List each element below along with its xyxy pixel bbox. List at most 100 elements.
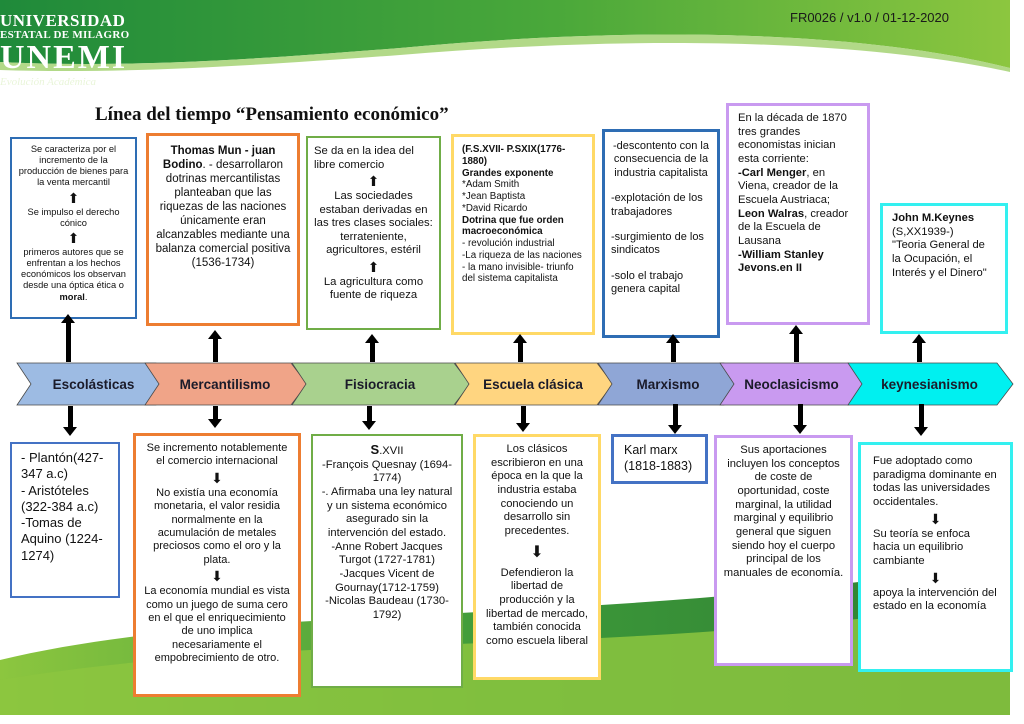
logo-line-3: UNEMI — [0, 39, 128, 76]
connector-down-marxismo — [668, 404, 682, 434]
clasica-exponent: *Adam Smith — [462, 179, 520, 191]
stage-label: Escolásticas — [53, 377, 135, 392]
university-logo: UNIVERSIDAD ESTATAL DE MILAGRO UNEMI Evo… — [0, 12, 129, 88]
keynesianismo-adoption: Fue adoptado como paradigma dominante en… — [873, 455, 997, 508]
box-escolasticas-bottom: - Plantón(427-347 a.c) - Aristóteles (32… — [10, 442, 120, 598]
connector-up-neoclasicismo — [789, 325, 803, 362]
header-banner — [0, 0, 1010, 72]
marxismo-point: -descontento con la consecuencia de la i… — [612, 140, 709, 179]
marxismo-point: -surgimiento de los sindicatos — [611, 231, 704, 257]
keynes-period: (S,XX1939-) — [892, 225, 954, 238]
arrow-up-icon: ⬆ — [367, 173, 380, 190]
marxismo-point: -solo el trabajo genera capital — [611, 269, 684, 296]
fisiocracia-century-letter: S — [370, 442, 380, 457]
neoclasicismo-walras: Leon Walras — [738, 207, 805, 220]
mercantilismo-description: . - desarrollaron dotrinas mercantilista… — [155, 159, 291, 270]
box-neoclasicismo-bottom: Sus aportaciones incluyen los conceptos … — [714, 435, 853, 666]
stage-label: Fisiocracia — [345, 377, 416, 392]
fisiocracia-natural-law: -. Afirmaba una ley natural y un sistema… — [321, 485, 453, 539]
fisiocracia-author: -Anne Robert Jacques Turgot (1727-1781) — [331, 540, 443, 567]
box-keynesianismo-top: John M.Keynes (S,XX1939-) "Teoria Genera… — [880, 203, 1008, 334]
connector-up-marxismo — [666, 334, 680, 362]
box-marxismo-bottom: Karl marx (1818-1883) — [611, 434, 708, 484]
box-fisiocracia-bottom: S.XVII -François Quesnay (1694-1774) -. … — [311, 434, 463, 688]
box-keynesianismo-bottom: Fue adoptado como paradigma dominante en… — [858, 442, 1013, 672]
box-neoclasicismo-top: En la década de 1870 tres grandes econom… — [726, 103, 870, 325]
neoclasicismo-menger: -Carl Menger — [738, 166, 807, 179]
connector-up-escolasticas — [61, 314, 75, 362]
keynesianismo-theory: Su teoría se enfoca hacia un equilibrio … — [873, 527, 971, 567]
fisiocracia-classes: Las sociedades estaban derivadas en las … — [314, 190, 433, 257]
clasica-point: - la mano invisible- triunfo del sistema… — [462, 261, 574, 285]
arrow-down-icon: ⬇ — [929, 569, 942, 586]
arrow-down-icon: ⬇ — [929, 510, 942, 527]
clasica-context: Los clásicos escribieron en una época en… — [490, 443, 584, 537]
timeline: Escolásticas Mercantilismo Fisiocracia Escu… — [16, 362, 1014, 406]
fisiocracia-free-trade: Se da en la idea del libre comercio — [314, 145, 414, 171]
arrow-up-icon: ⬆ — [67, 189, 80, 206]
stage-chevron-1 — [144, 362, 308, 406]
neoclasicismo-contributions: Sus aportaciones incluyen los conceptos … — [723, 444, 844, 579]
connector-down-neoclasicismo — [793, 404, 807, 434]
neoclasicismo-jevons: -William Stanley Jevons.en II — [738, 248, 824, 275]
escolasticas-philosopher: -Tomas de Aquino (1224-1274) — [21, 515, 103, 563]
stage-label: keynesianismo — [881, 377, 978, 392]
fisiocracia-century: .XVII — [379, 445, 404, 457]
stage-chevron-3 — [454, 362, 614, 406]
stage-label: Mercantilismo — [180, 377, 271, 392]
connector-up-keynesianismo — [912, 334, 926, 362]
keynes-book: "Teoria General de la Ocupación, el Inte… — [892, 239, 987, 279]
logo-line-2: ESTATAL DE MILAGRO — [0, 29, 130, 41]
mercantilismo-metals: No existía una economía monetaria, el va… — [153, 486, 281, 566]
stage-label: Marxismo — [636, 377, 699, 392]
clasica-exponent: *Jean Baptista — [462, 191, 526, 202]
stage-chevron-6 — [847, 362, 1014, 406]
box-mercantilismo-bottom: Se incremento notablemente el comercio i… — [133, 433, 301, 697]
arrow-down-icon: ⬇ — [530, 543, 544, 561]
mercantilismo-trade: Se incremento notablemente el comercio i… — [146, 442, 288, 468]
stage-chevron-2 — [291, 362, 471, 406]
stage-label: Neoclasicismo — [744, 377, 839, 392]
logo-line-1: UNIVERSIDAD — [0, 11, 126, 30]
escolasticas-law: Se impulso el derecho cónico — [27, 206, 120, 228]
clasica-exponents-heading: Grandes exponente — [462, 167, 554, 179]
connector-down-escolasticas — [63, 406, 77, 436]
connector-up-mercantilismo — [208, 330, 222, 362]
clasica-exponent: *David Ricardo — [462, 202, 528, 214]
logo-tagline: Evolución Académica — [0, 76, 97, 88]
keynes-name: John M.Keynes — [892, 212, 975, 224]
clasica-liberal: Defendieron la libertad de producción y … — [486, 566, 588, 647]
connector-up-fisiocracia — [365, 334, 379, 362]
escolasticas-characteristic: Se caracteriza por el incremento de la p… — [18, 144, 129, 188]
keynesianismo-intervention: apoya la intervención del estado en la e… — [873, 586, 997, 613]
arrow-up-icon: ⬆ — [367, 258, 380, 275]
mercantilismo-zero-sum: La economía mundial es vista como un jue… — [144, 585, 290, 665]
fisiocracia-author: -François Quesnay (1694-1774) — [322, 458, 452, 485]
page-title: Línea del tiempo “Pensamiento económico” — [95, 104, 449, 125]
connector-down-mercantilismo — [208, 406, 222, 428]
escolasticas-philosopher: - Plantón(427-347 a.c) — [21, 450, 104, 482]
arrow-up-icon: ⬆ — [67, 229, 80, 246]
clasica-period: (F.S.XVII- P.SXIX(1776-1880) — [462, 144, 566, 167]
box-marxismo-top: -descontento con la consecuencia de la i… — [602, 129, 720, 338]
mercantilismo-authors: Thomas Mun - juan Bodino — [162, 145, 276, 172]
escolasticas-authors: primeros autores que se enfrentan a los … — [21, 246, 126, 302]
connector-down-fisiocracia — [362, 406, 376, 430]
box-fisiocracia-top: Se da en la idea del libre comercio ⬆ La… — [306, 136, 441, 330]
fisiocracia-agriculture: La agricultura como fuente de riqueza — [323, 275, 424, 302]
box-clasica-bottom: Los clásicos escribieron en una época en… — [473, 434, 601, 680]
clasica-doctrine-heading: Dotrina que fue orden macroeconómica — [462, 214, 564, 238]
connector-down-clasica — [516, 406, 530, 432]
clasica-point: -La riqueza de las naciones — [462, 249, 582, 261]
box-clasica-top: (F.S.XVII- P.SXIX(1776-1880) Grandes exp… — [451, 134, 595, 335]
neoclasicismo-intro: En la década de 1870 tres grandes econom… — [738, 112, 847, 165]
clasica-point: - revolución industrial — [462, 238, 555, 249]
fisiocracia-author: -Jacques Vicent de Gournay(1712-1759) — [335, 567, 439, 594]
box-mercantilismo-top: Thomas Mun - juan Bodino. - desarrollaro… — [146, 133, 300, 326]
escolasticas-philosopher: - Aristóteles (322-384 a.c) — [21, 482, 99, 514]
stage-label: Escuela clásica — [483, 377, 583, 392]
box-escolasticas-top: Se caracteriza por el incremento de la p… — [10, 137, 137, 319]
connector-down-keynesianismo — [914, 404, 928, 436]
arrow-down-icon: ⬇ — [211, 568, 223, 585]
karl-marx: Karl marx (1818-1883) — [624, 443, 693, 473]
